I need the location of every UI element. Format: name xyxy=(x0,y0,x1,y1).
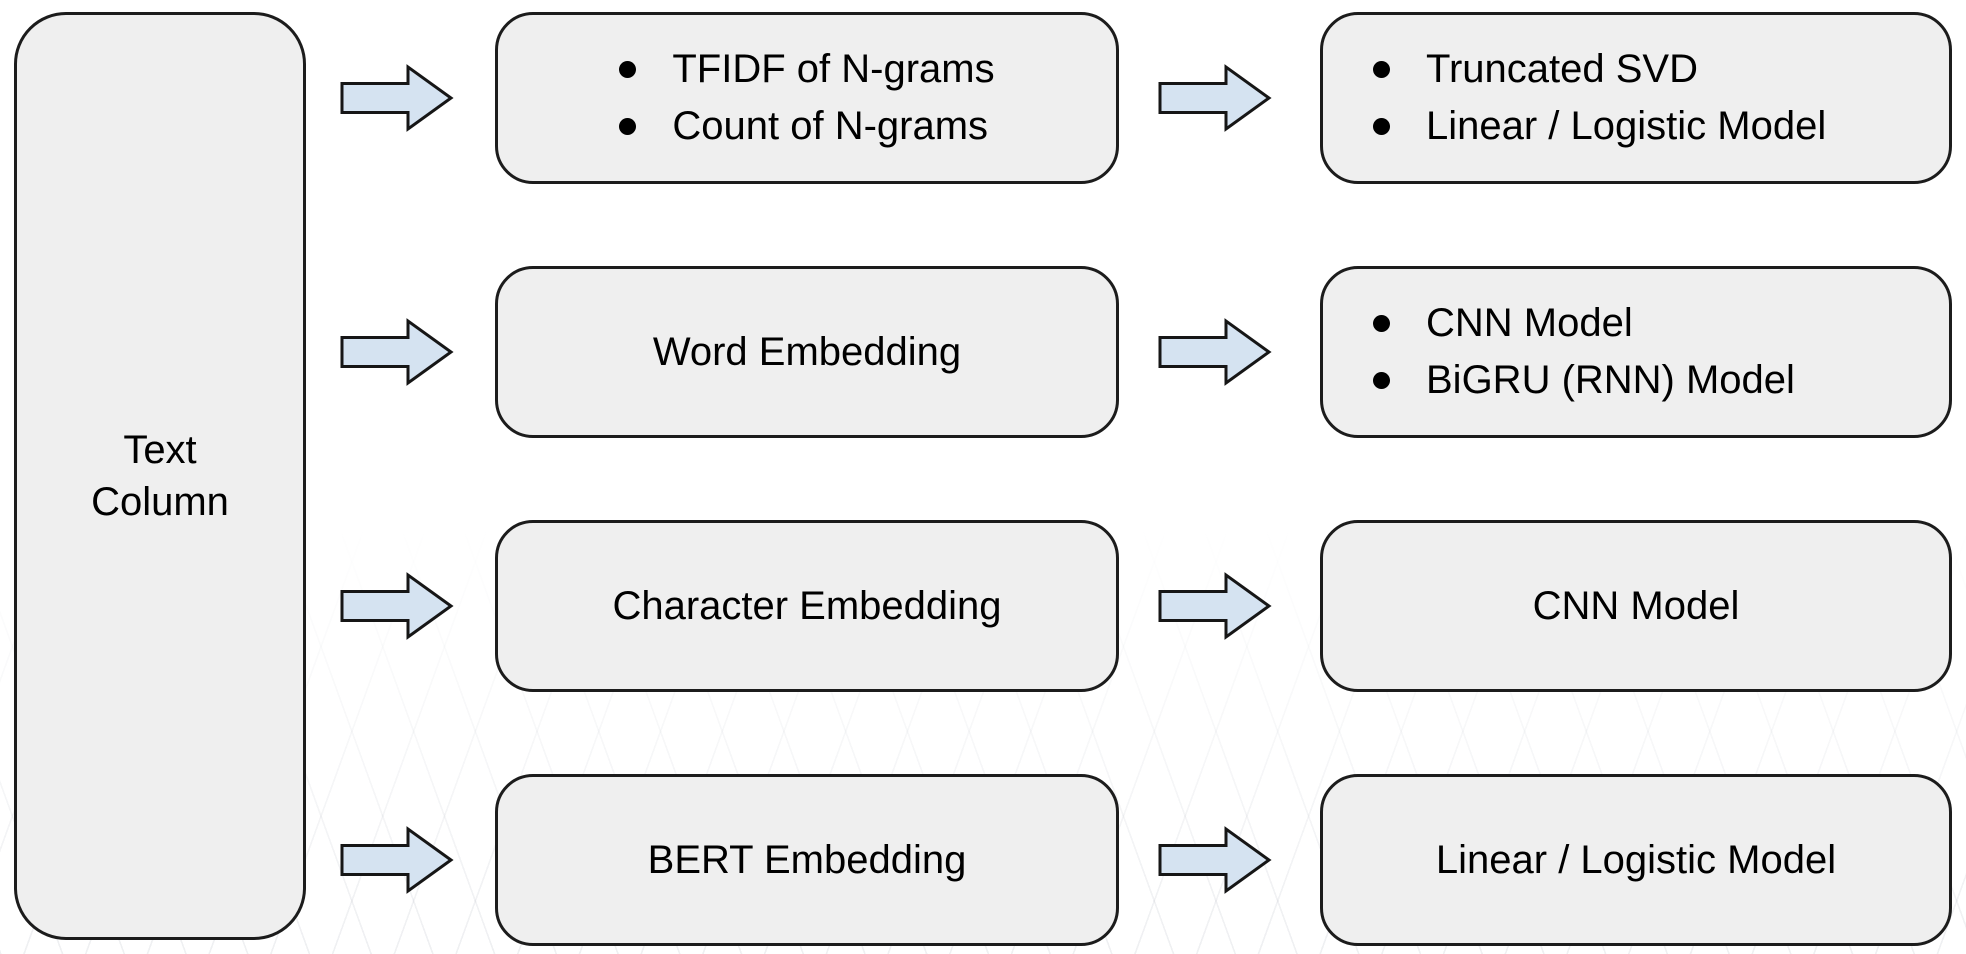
bullet-icon xyxy=(1373,372,1390,389)
node-label: TFIDF of N-grams xyxy=(672,47,995,91)
node-label: Count of N-grams xyxy=(672,104,989,148)
bullet-icon xyxy=(1373,118,1390,135)
bullet-icon xyxy=(1373,315,1390,332)
model-node: Linear / Logistic Model xyxy=(1320,774,1952,946)
feature-node: Character Embedding xyxy=(495,520,1119,692)
node-label: Word Embedding xyxy=(652,329,962,374)
source-node-text-column: Text Column xyxy=(14,12,306,940)
pipeline-row: Character Embedding CNN Model xyxy=(0,520,1966,692)
node-label: BiGRU (RNN) Model xyxy=(1426,358,1795,402)
bullet-icon xyxy=(619,118,637,135)
flow-arrow-icon xyxy=(1158,64,1272,132)
feature-node: BERT Embedding xyxy=(495,774,1119,946)
bullet-item: Count of N-grams xyxy=(619,104,994,149)
node-label: BERT Embedding xyxy=(647,837,967,882)
node-label: Text Column xyxy=(91,428,229,524)
bullet-item: BiGRU (RNN) Model xyxy=(1373,358,1795,403)
node-label: Linear / Logistic Model xyxy=(1426,104,1827,148)
model-node: CNN Model xyxy=(1320,520,1952,692)
bullet-icon xyxy=(619,61,637,78)
bullet-item: TFIDF of N-grams xyxy=(619,47,995,92)
node-label: Linear / Logistic Model xyxy=(1435,837,1837,882)
bullet-item: CNN Model xyxy=(1373,301,1795,346)
flow-arrow-icon xyxy=(1158,826,1272,894)
flow-arrow-icon xyxy=(1158,572,1272,640)
flow-arrow-icon xyxy=(1158,318,1272,386)
pipeline-row: BERT Embedding Linear / Logistic Model xyxy=(0,774,1966,946)
node-label: Truncated SVD xyxy=(1426,47,1698,91)
flow-arrow-icon xyxy=(340,64,454,132)
bullet-item: Linear / Logistic Model xyxy=(1373,104,1826,149)
flow-arrow-icon xyxy=(340,826,454,894)
model-node: Truncated SVD Linear / Logistic Model xyxy=(1320,12,1952,184)
bullet-item: Truncated SVD xyxy=(1373,47,1826,92)
node-label: Character Embedding xyxy=(612,583,1002,628)
flow-arrow-icon xyxy=(340,318,454,386)
node-label: CNN Model xyxy=(1426,301,1633,345)
bullet-icon xyxy=(1373,61,1390,78)
node-label: CNN Model xyxy=(1532,583,1740,628)
bullet-list: Truncated SVD Linear / Logistic Model xyxy=(1373,47,1826,149)
feature-node: Word Embedding xyxy=(495,266,1119,438)
flow-arrow-icon xyxy=(340,572,454,640)
